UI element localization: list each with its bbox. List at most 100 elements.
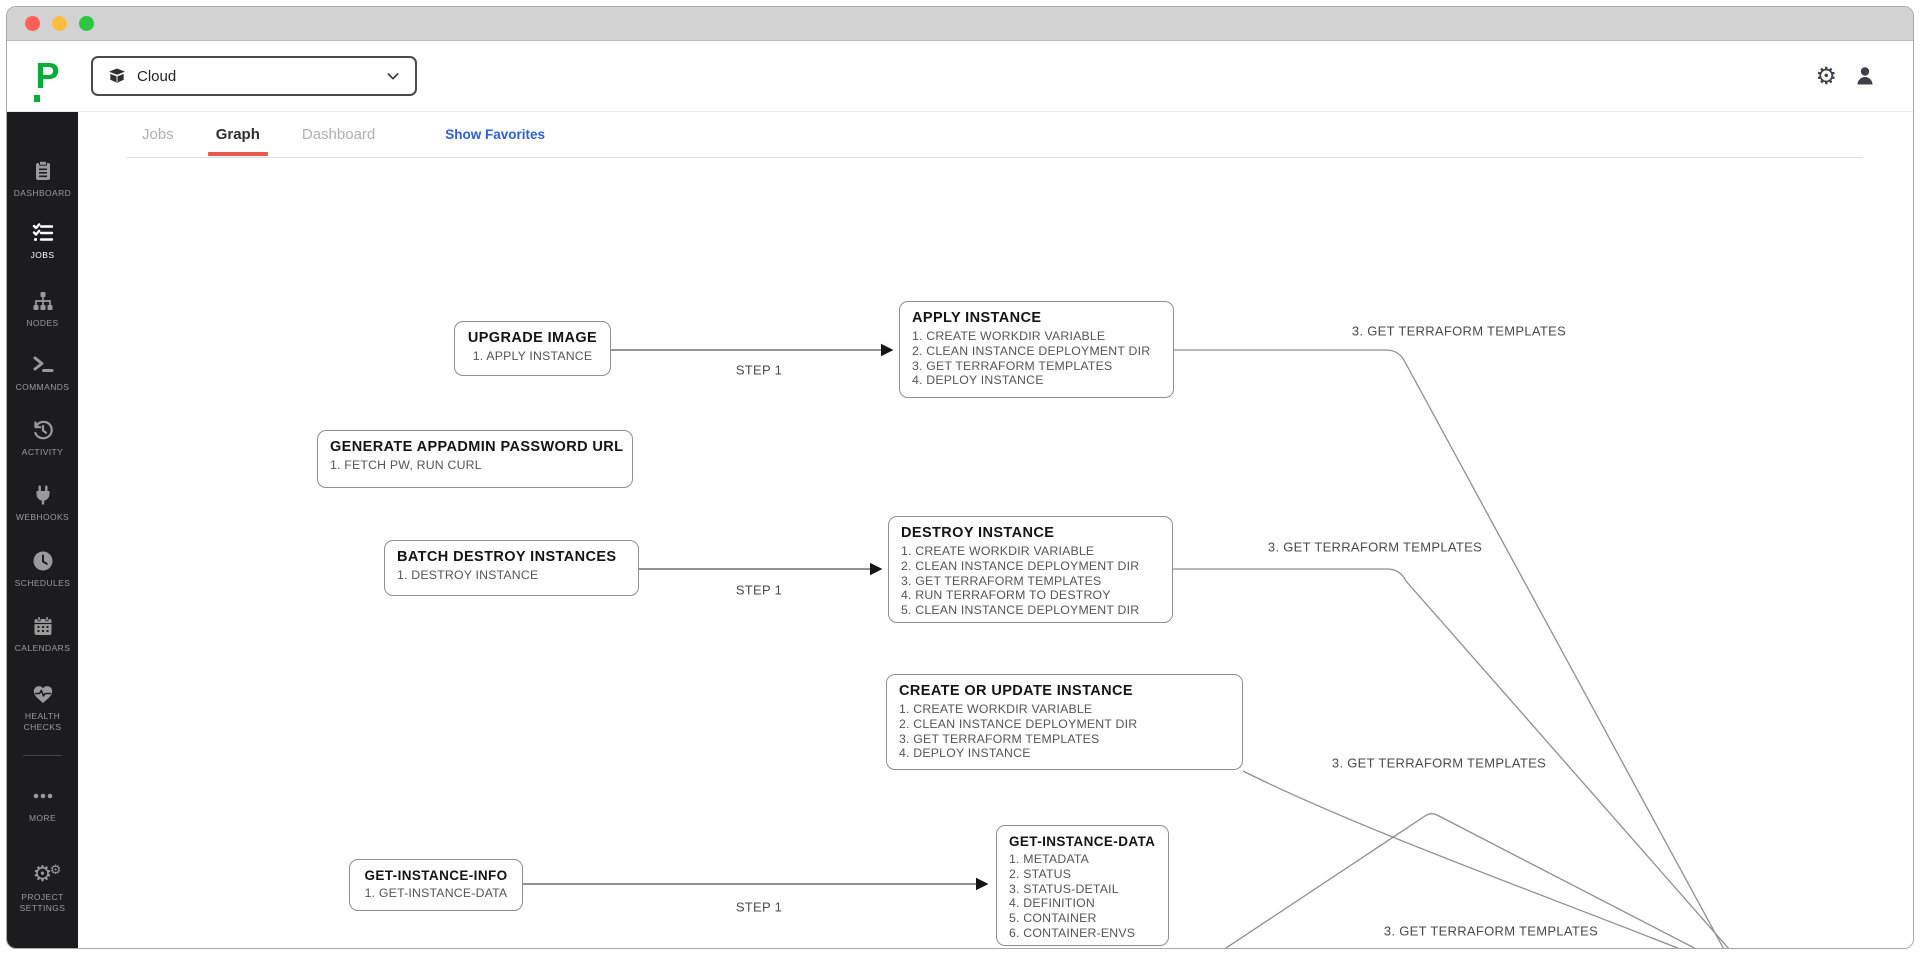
edge-label-terraform: 3. GET TERRAFORM TEMPLATES	[1351, 323, 1567, 339]
sidebar-item-dashboard[interactable]: DASHBOARD	[7, 158, 78, 199]
app-window: P Cloud ⚙	[6, 6, 1914, 949]
node-step: 4. DEFINITION	[1009, 896, 1095, 911]
clock-icon	[7, 548, 78, 574]
nodes-tree-icon	[7, 288, 78, 314]
node-title: GENERATE APPADMIN PASSWORD URL	[330, 439, 624, 455]
graph-node-apply-instance[interactable]: APPLY INSTANCE 1. CREATE WORKDIR VARIABL…	[899, 301, 1174, 398]
node-step: 2. STATUS	[1009, 866, 1072, 881]
tab-graph[interactable]: Graph	[207, 114, 269, 156]
sidebar-item-label: DASHBOARD	[13, 188, 72, 198]
graph-node-create-or-update-instance[interactable]: CREATE OR UPDATE INSTANCE 1. CREATE WORK…	[886, 674, 1243, 770]
app-header: P Cloud ⚙	[7, 41, 1913, 112]
close-window-button[interactable]	[25, 16, 40, 31]
brand-logo[interactable]: P	[27, 55, 67, 102]
node-title: CREATE OR UPDATE INSTANCE	[899, 683, 1133, 699]
node-step: 2. CLEAN INSTANCE DEPLOYMENT DIR	[912, 343, 1151, 358]
graph-node-get-instance-info[interactable]: GET-INSTANCE-INFO 1. GET-INSTANCE-DATA	[349, 859, 523, 911]
sidebar-item-project-settings[interactable]: ⚙⚙ PROJECT SETTINGS	[7, 862, 78, 914]
checklist-icon	[7, 220, 78, 246]
sidebar-item-health-checks[interactable]: HEALTH CHECKS	[7, 681, 78, 733]
node-step: 3. GET TERRAFORM TEMPLATES	[912, 358, 1113, 373]
graph-node-upgrade-image[interactable]: UPGRADE IMAGE 1. APPLY INSTANCE	[454, 321, 611, 376]
sidebar-item-more[interactable]: MORE	[7, 783, 78, 824]
chevron-down-icon	[385, 68, 401, 84]
clipboard-icon	[7, 158, 78, 184]
node-step: 5. CLEAN INSTANCE DEPLOYMENT DIR	[901, 603, 1140, 617]
node-step: 4. DEPLOY INSTANCE	[912, 373, 1044, 388]
node-step: 3. GET TERRAFORM TEMPLATES	[899, 731, 1100, 746]
show-favorites-link[interactable]: Show Favorites	[445, 127, 546, 142]
node-title: GET-INSTANCE-INFO	[364, 868, 508, 883]
sidebar-item-calendars[interactable]: CALENDARS	[7, 613, 78, 654]
node-title: DESTROY INSTANCE	[901, 525, 1055, 541]
sidebar-divider	[23, 755, 62, 756]
sidebar-item-schedules[interactable]: SCHEDULES	[7, 548, 78, 589]
tab-dashboard[interactable]: Dashboard	[301, 126, 376, 143]
graph-node-destroy-instance[interactable]: DESTROY INSTANCE 1. CREATE WORKDIR VARIA…	[888, 516, 1173, 623]
project-selector-value: Cloud	[137, 67, 177, 85]
sidebar-item-label: MORE	[28, 813, 57, 823]
node-step: 1. CREATE WORKDIR VARIABLE	[901, 544, 1095, 558]
sidebar-item-label: NODES	[26, 318, 59, 328]
brand-logo-letter: P	[35, 55, 59, 96]
edge-label-step: STEP 1	[735, 899, 783, 915]
node-step: 2. CLEAN INSTANCE DEPLOYMENT DIR	[901, 558, 1140, 573]
content-area: Jobs Graph Dashboard Show Favorites	[78, 112, 1913, 948]
node-title: APPLY INSTANCE	[912, 310, 1042, 326]
graph-node-batch-destroy-instances[interactable]: BATCH DESTROY INSTANCES 1. DESTROY INSTA…	[384, 540, 639, 596]
package-icon	[107, 66, 127, 86]
sidebar-item-label: WEBHOOKS	[15, 512, 70, 522]
edge-label-terraform: 3. GET TERRAFORM TEMPLATES	[1331, 755, 1547, 771]
maximize-window-button[interactable]	[79, 16, 94, 31]
sidebar-nav: DASHBOARD JOBS NODES COMMANDS	[7, 112, 78, 948]
terminal-icon	[7, 352, 78, 378]
calendar-icon	[7, 613, 78, 639]
sidebar-item-label: COMMANDS	[15, 382, 70, 392]
tabs-divider	[127, 157, 1863, 158]
gears-icon: ⚙⚙	[32, 862, 62, 887]
node-title: BATCH DESTROY INSTANCES	[397, 549, 617, 565]
sidebar-item-webhooks[interactable]: WEBHOOKS	[7, 482, 78, 523]
workflow-graph-canvas[interactable]: STEP 1 STEP 1 STEP 1 3. GET TERRAFORM TE…	[78, 158, 1913, 948]
node-title: GET-INSTANCE-DATA	[1009, 834, 1156, 849]
edge-label-step: STEP 1	[735, 582, 783, 598]
node-step: 4. RUN TERRAFORM TO DESTROY	[901, 588, 1111, 603]
node-step: 2. CLEAN INSTANCE DEPLOYMENT DIR	[899, 716, 1138, 731]
node-step: 3. STATUS-DETAIL	[1009, 881, 1119, 896]
tab-jobs[interactable]: Jobs	[142, 126, 174, 143]
sidebar-item-commands[interactable]: COMMANDS	[7, 352, 78, 393]
project-selector-dropdown[interactable]: Cloud	[91, 56, 417, 96]
titlebar	[7, 7, 1913, 41]
graph-edges	[523, 343, 1730, 948]
node-step: 4. DEPLOY INSTANCE	[899, 746, 1031, 761]
edge-label-terraform: 3. GET TERRAFORM TEMPLATES	[1383, 923, 1599, 939]
node-step: 1. GET-INSTANCE-DATA	[364, 886, 508, 900]
header-actions: ⚙	[1815, 41, 1877, 111]
edge-label-terraform: 3. GET TERRAFORM TEMPLATES	[1267, 539, 1483, 555]
node-step: 1. FETCH PW, RUN CURL	[330, 458, 482, 472]
brand-logo-dot	[34, 95, 40, 102]
node-step: 1. CREATE WORKDIR VARIABLE	[899, 702, 1093, 716]
sidebar-item-nodes[interactable]: NODES	[7, 288, 78, 329]
graph-node-get-instance-data[interactable]: GET-INSTANCE-DATA 1. METADATA 2. STATUS …	[996, 825, 1169, 946]
sidebar-item-label: HEALTH CHECKS	[23, 711, 62, 733]
sidebar-item-label: ACTIVITY	[21, 447, 64, 457]
node-step: 1. APPLY INSTANCE	[472, 349, 593, 363]
settings-gear-icon[interactable]: ⚙	[1815, 62, 1837, 90]
history-icon	[7, 417, 78, 443]
sidebar-item-jobs[interactable]: JOBS	[7, 220, 78, 261]
heart-pulse-icon	[7, 681, 78, 707]
node-title: UPGRADE IMAGE	[467, 330, 598, 346]
sidebar-item-activity[interactable]: ACTIVITY	[7, 417, 78, 458]
sidebar-item-label: PROJECT SETTINGS	[19, 892, 66, 914]
minimize-window-button[interactable]	[52, 16, 67, 31]
ellipsis-icon	[7, 783, 78, 809]
sidebar-item-label: SCHEDULES	[14, 578, 71, 588]
user-icon[interactable]	[1853, 64, 1877, 88]
tabs-row: Jobs Graph Dashboard Show Favorites	[78, 112, 1913, 157]
plug-icon	[7, 482, 78, 508]
sidebar-item-label: JOBS	[30, 250, 55, 260]
node-step: 6. CONTAINER-ENVS	[1009, 925, 1136, 940]
node-step: 1. METADATA	[1009, 852, 1090, 866]
graph-node-generate-appadmin-password-url[interactable]: GENERATE APPADMIN PASSWORD URL 1. FETCH …	[317, 430, 633, 488]
